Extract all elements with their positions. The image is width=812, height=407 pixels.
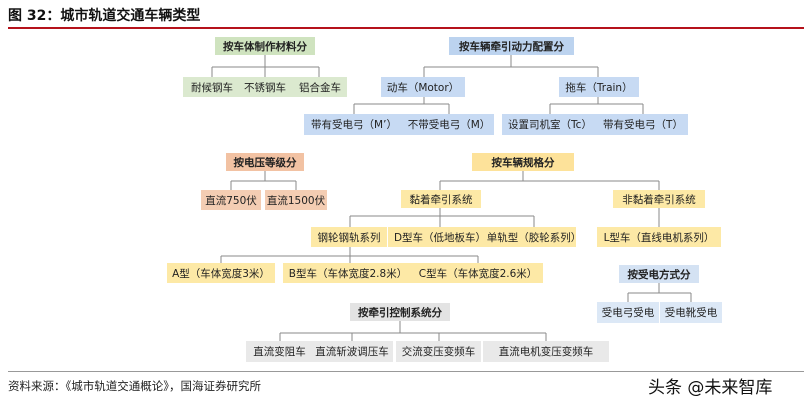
material-header: 按车体制作材料分 bbox=[215, 37, 315, 55]
source-note: 资料来源：《城市轨道交通概论》，国海证券研究所 bbox=[8, 379, 261, 393]
material-item-weathering-steel: 耐候钢车 bbox=[183, 77, 241, 97]
type-a-car: A型（车体宽度3米） bbox=[167, 263, 275, 283]
material-item-stainless-steel: 不锈钢车 bbox=[237, 77, 293, 97]
steel-wheel-series: 钢轮钢轨系列 bbox=[311, 227, 387, 247]
traction-control-header: 按牵引控制系统分 bbox=[350, 303, 450, 321]
material-item-aluminum-alloy: 铝合金车 bbox=[293, 77, 347, 97]
type-b-car: B型车（车体宽度2.8米） bbox=[283, 263, 413, 283]
pickup-pantograph: 受电弓受电 bbox=[597, 302, 659, 323]
power-header: 按车辆牵引动力配置分 bbox=[449, 37, 574, 55]
adhesion-traction: 黏着牵引系统 bbox=[401, 190, 481, 208]
voltage-dc-1500: 直流1500伏 bbox=[265, 190, 327, 210]
spec-header: 按车辆规格分 bbox=[472, 153, 574, 171]
monorail-rubber-tyre: 单轨型（胶轮系列） bbox=[487, 227, 581, 247]
motor-car: 动车（Motor） bbox=[381, 77, 465, 97]
type-l-linear-motor: L型车（直线电机系列） bbox=[597, 227, 721, 247]
trailer-with-cab: 设置司机室（Tc） bbox=[502, 114, 598, 135]
ac-vvvf-car: 交流变压变频车 bbox=[396, 341, 481, 362]
voltage-header: 按电压等级分 bbox=[226, 153, 304, 171]
type-d-low-floor: D型车（低地板车） bbox=[388, 227, 492, 247]
figure-title: 图 32：城市轨道交通车辆类型 bbox=[8, 8, 201, 24]
dc-rheostat-car: 直流变阻车 bbox=[246, 341, 313, 362]
trailer-with-pantograph: 带有受电弓（T） bbox=[598, 114, 688, 135]
motor-with-pantograph: 带有受电弓（M’） bbox=[304, 114, 404, 135]
dc-chopper-car: 直流斩波调压车 bbox=[311, 341, 393, 362]
title-divider bbox=[8, 27, 804, 29]
dc-motor-vvvf-car: 直流电机变压变频车 bbox=[483, 341, 609, 362]
motor-without-pantograph: 不带受电弓（M） bbox=[404, 114, 494, 135]
pickup-collector-shoe: 受电靴受电 bbox=[660, 302, 722, 323]
pickup-header: 按受电方式分 bbox=[619, 265, 699, 283]
trailer-car: 拖车（Train） bbox=[559, 77, 639, 97]
footer-divider bbox=[8, 371, 804, 372]
non-adhesion-traction: 非黏着牵引系统 bbox=[613, 190, 705, 208]
voltage-dc-750: 直流750伏 bbox=[201, 190, 261, 210]
type-c-car: C型车（车体宽度2.6米） bbox=[413, 263, 543, 283]
watermark: 头条 @未来智库 bbox=[648, 378, 773, 398]
